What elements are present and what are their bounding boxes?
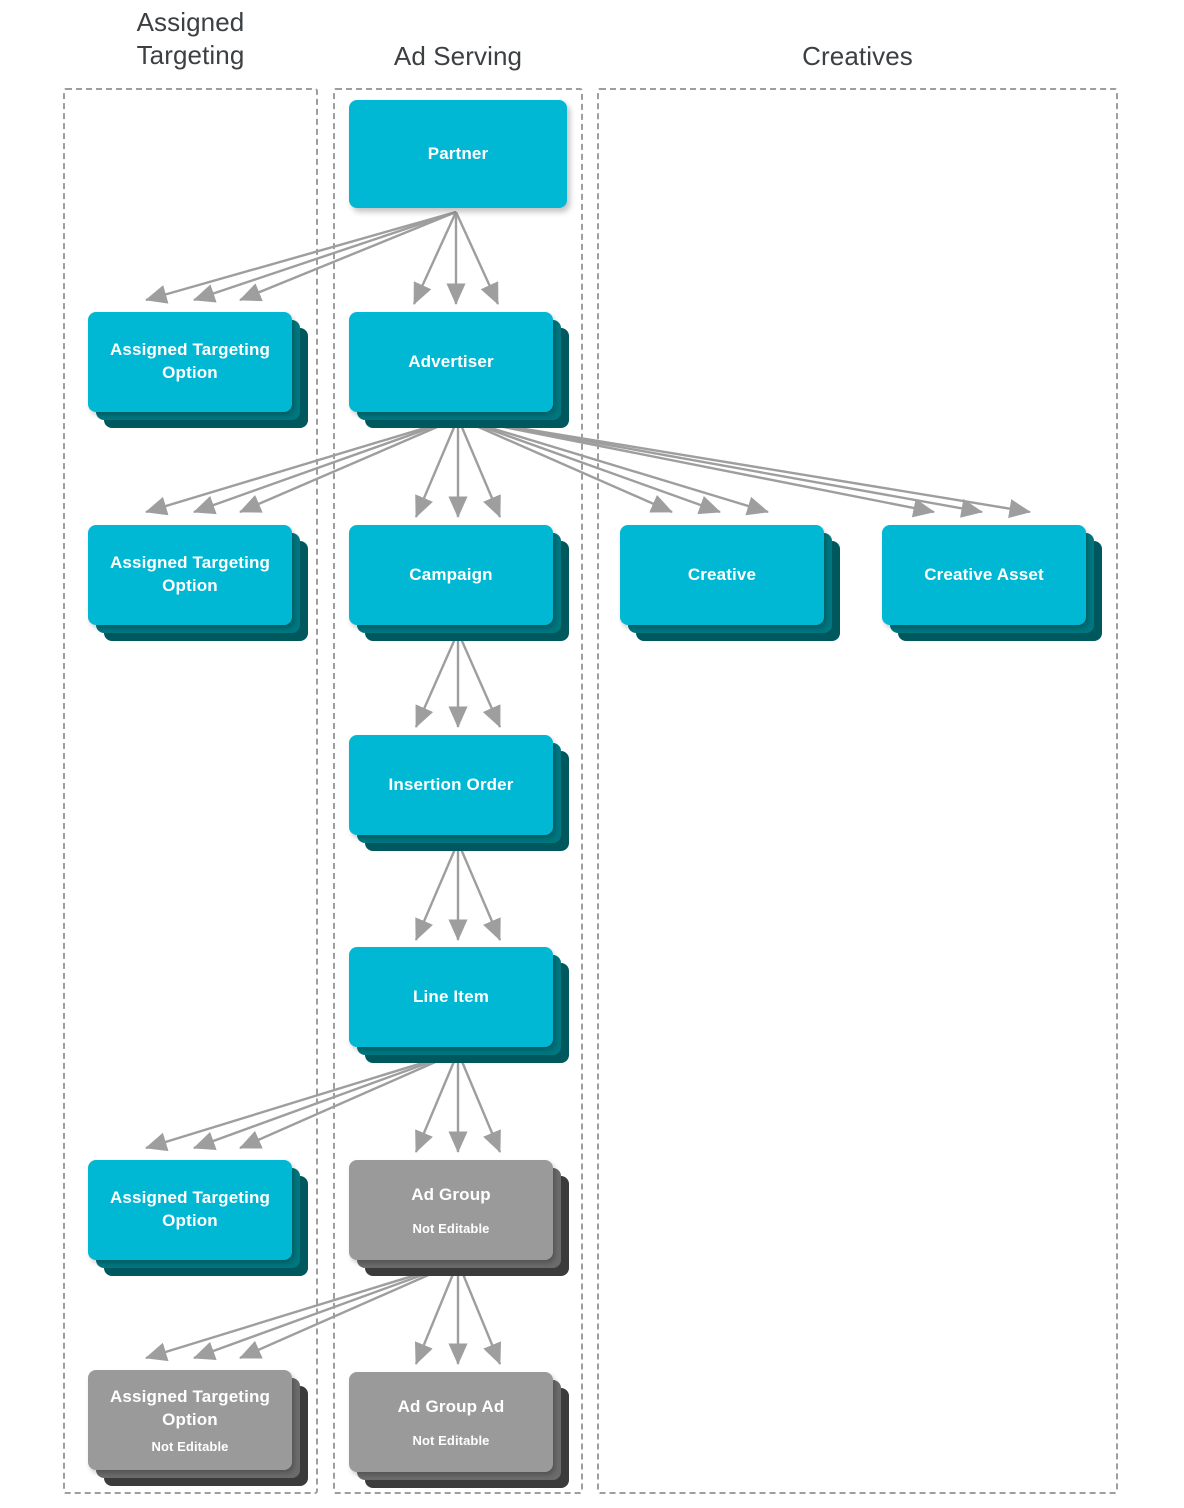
- node-ad-group-badge: Not Editable: [412, 1220, 490, 1236]
- node-partner[interactable]: Partner: [349, 100, 581, 218]
- node-insertion-order-card: Insertion Order: [349, 735, 553, 835]
- node-ad-group-ad-label: Ad Group Ad: [397, 1397, 505, 1417]
- node-advertiser[interactable]: Advertiser: [349, 312, 581, 430]
- node-ato-advertiser[interactable]: Assigned Targeting Option: [88, 525, 308, 643]
- column-header-creatives: Creatives: [802, 41, 913, 71]
- node-partner-label: Partner: [427, 143, 489, 163]
- node-advertiser-card: Advertiser: [349, 312, 553, 412]
- node-campaign[interactable]: Campaign: [349, 525, 581, 643]
- node-ato-advertiser-card: Assigned Targeting Option: [88, 525, 292, 625]
- node-ato-line-item[interactable]: Assigned Targeting Option: [88, 1160, 308, 1278]
- node-ato-partner[interactable]: Assigned Targeting Option: [88, 312, 308, 430]
- node-creative[interactable]: Creative: [620, 525, 852, 643]
- node-partner-card: Partner: [349, 100, 567, 208]
- node-creative-asset[interactable]: Creative Asset: [882, 525, 1114, 643]
- node-advertiser-label: Advertiser: [408, 351, 494, 371]
- group-box-creatives: [597, 88, 1118, 1494]
- node-ad-group-ad[interactable]: Ad Group Ad Not Editable: [349, 1372, 581, 1490]
- node-ad-group-label: Ad Group: [411, 1185, 491, 1205]
- group-box-ad-serving: [333, 88, 583, 1494]
- node-creative-card: Creative: [620, 525, 824, 625]
- node-insertion-order-label: Insertion Order: [388, 774, 514, 794]
- node-creative-asset-card: Creative Asset: [882, 525, 1086, 625]
- node-insertion-order[interactable]: Insertion Order: [349, 735, 581, 853]
- node-ad-group-ad-badge: Not Editable: [412, 1432, 490, 1448]
- column-header-assigned-targeting: Assigned Targeting: [63, 6, 318, 71]
- group-box-assigned-targeting: [63, 88, 318, 1494]
- node-ato-ad-group-card: Assigned Targeting Option Not Editable: [88, 1370, 292, 1470]
- node-line-item-label: Line Item: [413, 986, 489, 1006]
- node-ato-advertiser-label: Assigned Targeting Option: [109, 553, 271, 595]
- node-creative-label: Creative: [687, 564, 757, 584]
- node-ato-partner-label: Assigned Targeting Option: [109, 340, 271, 382]
- node-ato-ad-group[interactable]: Assigned Targeting Option Not Editable: [88, 1370, 308, 1488]
- column-header-line-2: Targeting: [136, 39, 245, 70]
- node-ato-line-item-card: Assigned Targeting Option: [88, 1160, 292, 1260]
- node-ato-partner-card: Assigned Targeting Option: [88, 312, 292, 412]
- node-line-item[interactable]: Line Item: [349, 947, 581, 1065]
- node-ad-group-ad-card: Ad Group Ad Not Editable: [349, 1372, 553, 1472]
- node-ad-group-card: Ad Group Not Editable: [349, 1160, 553, 1260]
- node-campaign-card: Campaign: [349, 525, 553, 625]
- node-ato-ad-group-label: Assigned Targeting Option: [109, 1386, 271, 1429]
- column-header-ad-serving: Ad Serving: [393, 41, 523, 71]
- node-ad-group[interactable]: Ad Group Not Editable: [349, 1160, 581, 1278]
- node-ato-ad-group-badge: Not Editable: [151, 1439, 229, 1455]
- node-creative-asset-label: Creative Asset: [924, 564, 1044, 584]
- node-ato-line-item-label: Assigned Targeting Option: [109, 1188, 271, 1230]
- node-campaign-label: Campaign: [409, 564, 493, 584]
- column-header-line-1: Assigned: [136, 7, 245, 37]
- node-line-item-card: Line Item: [349, 947, 553, 1047]
